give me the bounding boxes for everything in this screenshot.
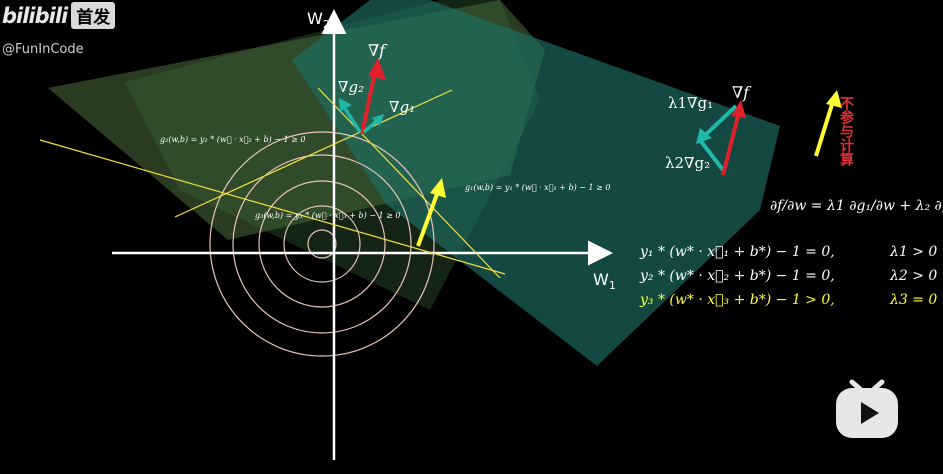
f-contours [209,131,435,357]
premiere-badge: 首发 [71,2,116,29]
not-participating-label: 不参与计算 [838,96,854,167]
w2-axis-label: W2 [307,9,330,31]
equation-line-2: y₂ * (w* · x⃗₂ + b*) − 1 = 0, [639,268,835,284]
grad-g1-arrowhead [372,114,384,126]
grad-f-right-arrow [721,107,742,176]
grad-g1-label: ∇g₁ [389,98,415,116]
not-participating-arrow [814,97,836,157]
grad-f-label: ∇f [368,41,388,60]
g3-constraint-label: g₃(w,b) = y₃ * (w⃗ · x⃗₃ + b) − 1 ≥ 0 [255,211,400,220]
not-participating-arrowhead [826,90,842,108]
grad-f-arrowhead [368,58,386,80]
g1-constraint-label: g₁(w,b) = y₁ * (w⃗ · x⃗₁ + b) − 1 ≥ 0 [465,183,610,192]
grad-f-right-label: ∇f [732,83,752,102]
lambda-line-1: λ1 > 0 [889,244,937,260]
logo-text: bilibili [2,3,68,28]
constraint-lines [39,87,506,279]
lambda1-g1-label: λ1∇g₁ [668,94,713,112]
grad-g3-arrowhead [430,178,446,198]
play-button-icon[interactable] [834,376,900,440]
lambda-line-3: λ3 = 0 [889,292,937,308]
grad-g2-arrowhead [339,98,352,112]
grad-f-right-arrowhead [731,100,746,118]
equation-line-1: y₁ * (w* · x⃗₁ + b*) − 1 = 0, [639,244,835,260]
lambda2-g2-arrow [698,138,725,172]
w1-axis-label: W1 [593,270,616,292]
grad-g3-arrow [416,185,442,247]
kkt-main-equation: ∂f/∂w = λ1 ∂g₁/∂w + λ₂ ∂g₂/∂w [770,198,943,214]
uploader-handle: @FunInCode [2,42,84,57]
bilibili-logo: bilibili 首发 [2,2,116,29]
lambda2-g2-label: λ2∇g₂ [665,154,710,172]
g2-constraint-label: g₂(w,b) = y₂ * (w⃗ · x⃗₂ + b) − 1 ≥ 0 [160,135,305,144]
equation-line-3: y₃ * (w* · x⃗₃ + b*) − 1 > 0, [639,292,835,308]
g-teal-region [292,0,780,366]
grad-g2-label: ∇g₂ [338,78,364,96]
lambda-line-2: λ2 > 0 [889,268,937,284]
